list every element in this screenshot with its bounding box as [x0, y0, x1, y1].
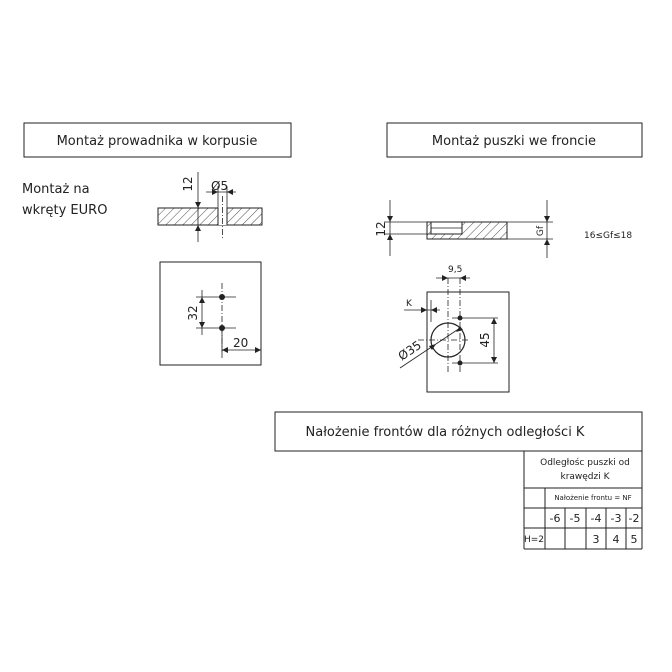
dim-front-thickness: Gf — [536, 225, 546, 236]
row-label-h2: H=2 — [524, 535, 544, 545]
table-subheader: Nałożenie frontu = NF — [554, 494, 631, 502]
nf-value-5: -2 — [629, 512, 640, 525]
mount-note-line1: Montaż na — [22, 182, 90, 197]
nf-value-4: -3 — [611, 512, 622, 525]
dim-k: K — [406, 299, 413, 309]
row-value-3: 3 — [593, 533, 600, 546]
title-left: Montaż prowadnika w korpusie — [57, 134, 258, 149]
table-header-line1: Odległośc puszki od — [540, 457, 630, 468]
nf-value-2: -5 — [570, 512, 581, 525]
overlay-table: Odległośc puszki od krawędzi K Nałożenie… — [523, 450, 643, 550]
dim-spacing-45: 45 — [478, 332, 492, 347]
row-value-5: 5 — [631, 533, 638, 546]
front-thickness-range: 16≤Gf≤18 — [584, 231, 632, 241]
dim-hole-5: Ø5 — [211, 179, 228, 193]
dim-edge-20: 20 — [233, 336, 248, 350]
nf-value-1: -6 — [550, 512, 561, 525]
dim-depth-12: 12 — [374, 221, 388, 236]
table-header-line2: krawędzi K — [560, 472, 610, 482]
title-right: Montaż puszki we froncie — [432, 134, 596, 149]
title-box-right: Montaż puszki we froncie — [386, 122, 643, 158]
title-box-left: Montaż prowadnika w korpusie — [23, 122, 292, 158]
row-value-4: 4 — [613, 533, 620, 546]
title-box-bottom: Nałożenie frontów dla różnych odległości… — [274, 411, 643, 452]
body-plan-view: 32 20 — [159, 261, 262, 366]
title-bottom: Nałożenie frontów dla różnych odległości… — [306, 425, 585, 440]
mount-note-line2: wkręty EURO — [22, 203, 107, 218]
dim-spacing-32: 32 — [186, 305, 200, 320]
body-section-view: 12 Ø5 — [157, 172, 263, 242]
front-section-view: 12 Gf 16≤Gf≤18 — [374, 200, 632, 258]
dim-thickness-12: 12 — [181, 176, 195, 191]
nf-value-3: -4 — [591, 512, 602, 525]
dim-offset-9-5: 9,5 — [448, 265, 462, 275]
front-plan-view: 9,5 K Ø35 45 — [396, 265, 510, 393]
dim-cup-35: Ø35 — [396, 338, 424, 363]
